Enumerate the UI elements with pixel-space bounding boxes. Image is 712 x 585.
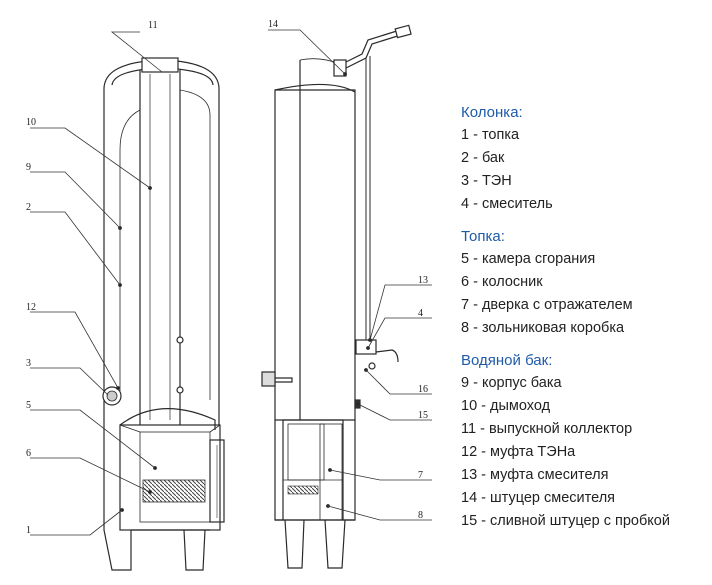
callout-4: 4 <box>418 308 423 319</box>
callout-labels: 11 10 9 2 12 3 5 6 1 14 13 4 16 15 7 8 <box>26 19 428 536</box>
legend-section-firebox: Топка: 5 - камера сгорания 6 - колосник … <box>461 226 711 340</box>
legend-item: 10 - дымоход <box>461 398 551 414</box>
legend-item: 12 - муфта ТЭНа <box>461 444 576 460</box>
callout-8: 8 <box>418 510 423 521</box>
legend-item: 8 - зольниковая коробка <box>461 320 625 336</box>
callout-14: 14 <box>268 19 278 30</box>
callout-2: 2 <box>26 202 31 213</box>
right-leader-lines <box>268 29 432 521</box>
callout-6: 6 <box>26 448 31 459</box>
legend-item: 2 - бак <box>461 150 505 166</box>
boiler-diagram: 11 10 9 2 12 3 5 6 1 14 13 4 16 15 7 8 <box>26 19 432 571</box>
callout-1: 1 <box>26 525 31 536</box>
legend-heading: Колонка: <box>461 104 523 121</box>
callout-12: 12 <box>26 302 36 313</box>
legend-item: 7 - дверка с отражателем <box>461 297 633 313</box>
legend-item: 3 - ТЭН <box>461 173 512 189</box>
right-side-view <box>261 24 412 569</box>
legend-item: 9 - корпус бака <box>461 375 562 391</box>
callout-16: 16 <box>418 384 428 395</box>
left-sectional-view <box>102 57 225 571</box>
legend-heading: Топка: <box>461 228 505 245</box>
legend: Колонка: 1 - топка 2 - бак 3 - ТЭН 4 - с… <box>461 102 711 543</box>
legend-item: 14 - штуцер смесителя <box>461 490 616 506</box>
callout-15: 15 <box>418 410 428 421</box>
legend-item: 11 - выпускной коллектор <box>461 421 633 437</box>
legend-item: 6 - колосник <box>461 274 543 290</box>
legend-item: 5 - камера сгорания <box>461 251 596 267</box>
legend-item: 15 - сливной штуцер с пробкой <box>461 513 670 529</box>
legend-section-column: Колонка: 1 - топка 2 - бак 3 - ТЭН 4 - с… <box>461 102 711 216</box>
legend-heading: Водяной бак: <box>461 352 553 369</box>
callout-9: 9 <box>26 162 31 173</box>
legend-item: 4 - смеситель <box>461 196 553 212</box>
callout-13: 13 <box>418 275 428 286</box>
callout-7: 7 <box>418 470 423 481</box>
callout-11: 11 <box>148 20 158 31</box>
legend-section-water-tank: Водяной бак: 9 - корпус бака 10 - дымохо… <box>461 350 711 533</box>
legend-item: 1 - топка <box>461 127 520 143</box>
legend-item: 13 - муфта смесителя <box>461 467 609 483</box>
left-leader-lines <box>30 31 163 536</box>
callout-5: 5 <box>26 400 31 411</box>
callout-10: 10 <box>26 117 36 128</box>
callout-3: 3 <box>26 358 31 369</box>
